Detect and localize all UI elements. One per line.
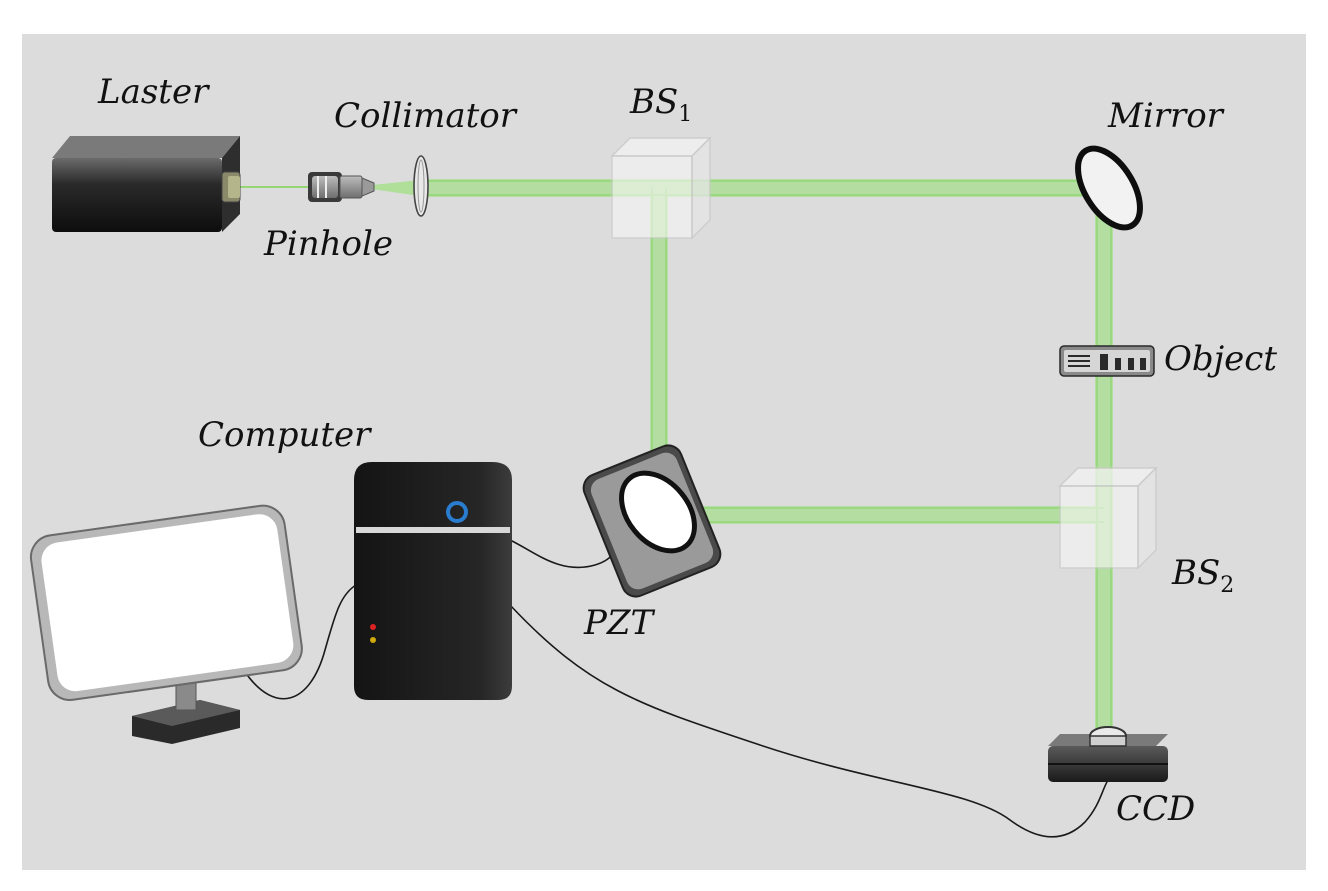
laser-device	[52, 136, 241, 232]
label-laser: Laster	[97, 72, 210, 112]
label-ccd: CCD	[1116, 789, 1195, 829]
object-sample	[1059, 345, 1155, 377]
label-bs2: BS2	[1171, 553, 1234, 598]
label-bs1: BS1	[629, 82, 692, 127]
collimator-lens	[413, 155, 429, 217]
beam-splitter-1	[610, 136, 712, 240]
mirror	[1075, 145, 1143, 231]
label-mirror: Mirror	[1107, 96, 1225, 136]
label-pinhole: Pinhole	[263, 224, 393, 264]
ccd-camera	[1048, 726, 1168, 782]
cable-monitor-computer	[244, 584, 357, 700]
label-collimator: Collimator	[334, 96, 518, 136]
label-pzt: PZT	[583, 603, 656, 643]
label-computer: Computer	[198, 415, 372, 455]
beam-cone	[372, 180, 420, 196]
pinhole-objective	[308, 172, 375, 202]
computer-tower	[354, 462, 512, 700]
cable-computer-ccd	[509, 604, 1109, 838]
power-button-icon	[446, 501, 468, 523]
monitor	[29, 504, 303, 744]
label-object: Object	[1164, 339, 1277, 379]
beam-splitter-2	[1058, 466, 1158, 570]
pzt-mirror	[582, 444, 722, 598]
labels: Laster Collimator Pinhole BS1 Mirror Obj…	[97, 72, 1277, 829]
